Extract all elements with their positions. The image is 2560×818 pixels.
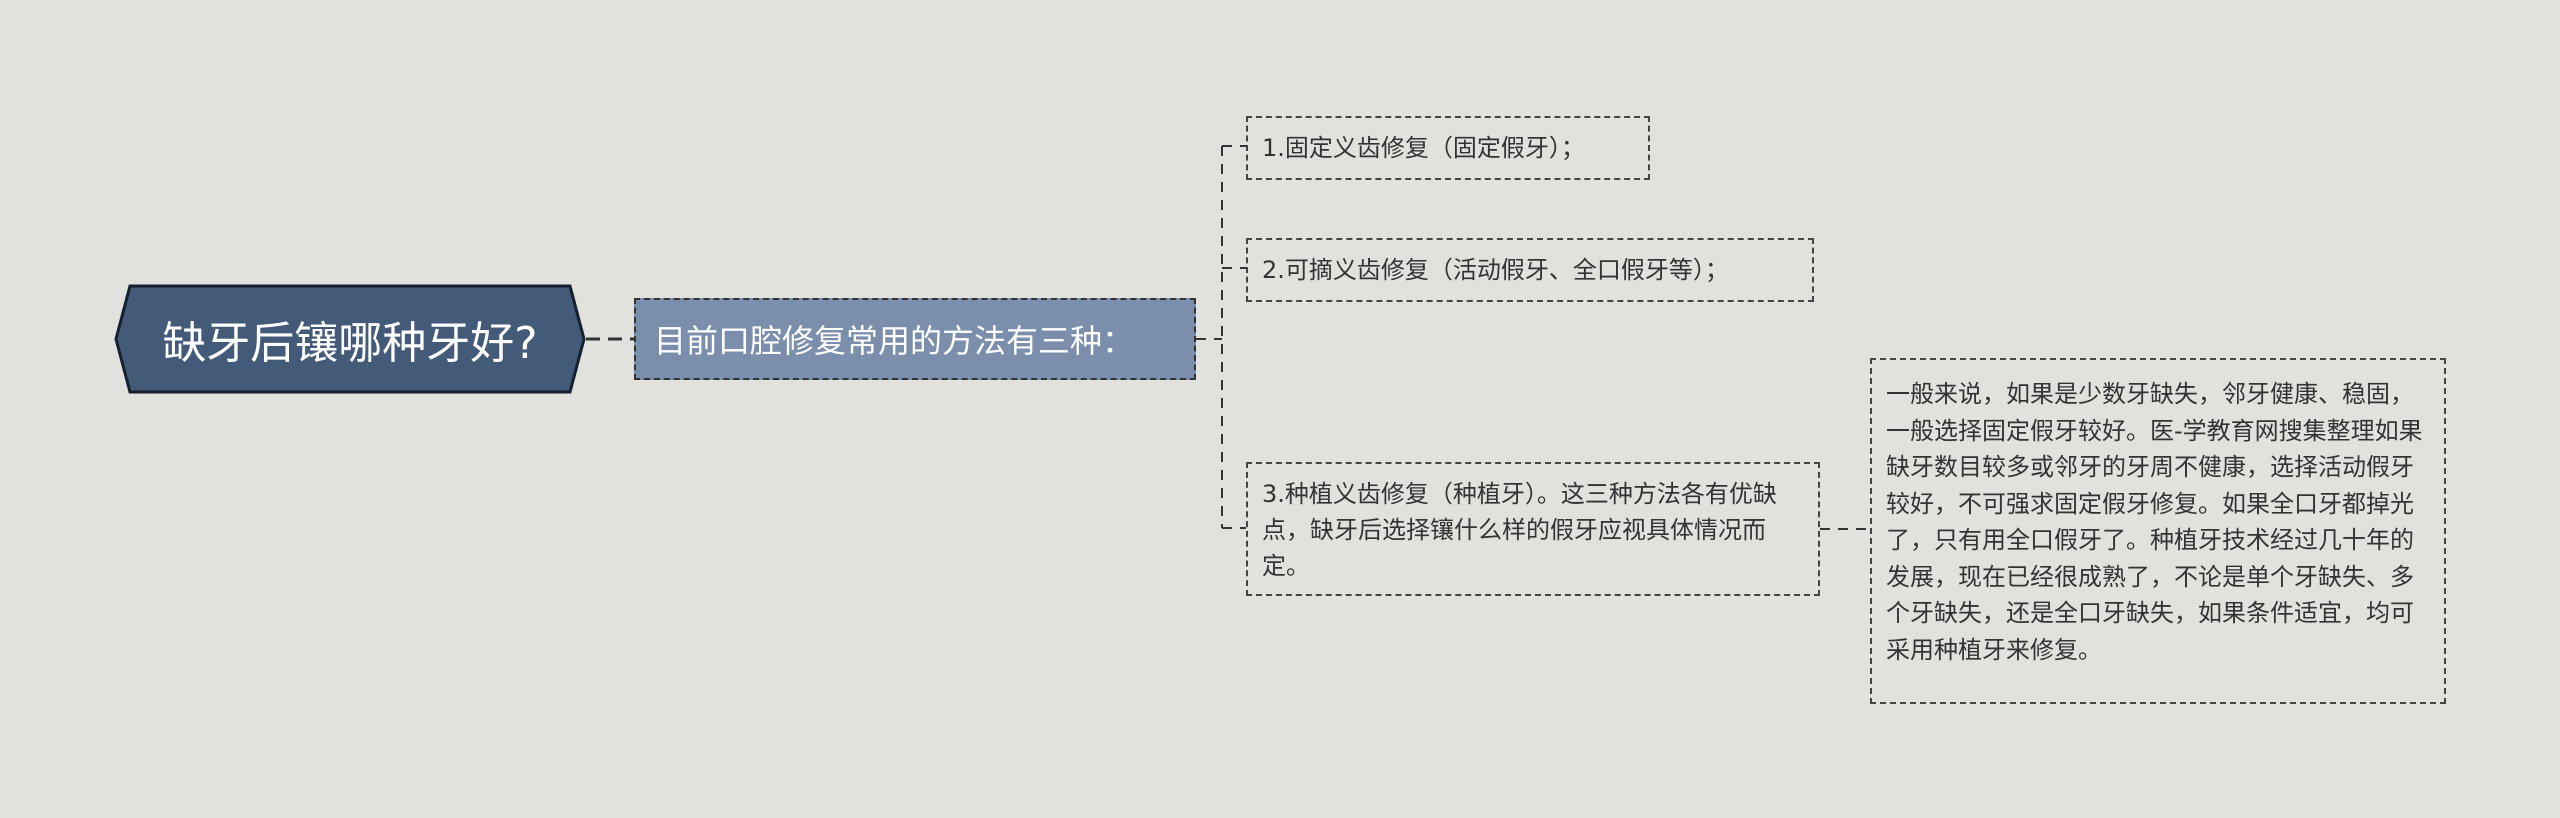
root-topic-label: 缺牙后镶哪种牙好? bbox=[162, 318, 538, 369]
root-topic[interactable]: 缺牙后镶哪种牙好? bbox=[114, 284, 586, 394]
root-hexagon-shape bbox=[114, 284, 586, 394]
method-node-label: 3.种植义齿修复（种植牙）。这三种方法各有优缺点，缺牙后选择镶什么样的假牙应视具… bbox=[1262, 480, 1777, 580]
method-node-label: 1.固定义齿修复（固定假牙）； bbox=[1262, 134, 1585, 162]
detail-node-text: 一般来说，如果是少数牙缺失，邻牙健康、稳固，一般选择固定假牙较好。医-学教育网搜… bbox=[1886, 380, 2423, 664]
method-node-label: 2.可摘义齿修复（活动假牙、全口假牙等）； bbox=[1262, 256, 1729, 284]
detail-node[interactable]: 一般来说，如果是少数牙缺失，邻牙健康、稳固，一般选择固定假牙较好。医-学教育网搜… bbox=[1870, 358, 2446, 704]
branch-topic[interactable]: 目前口腔修复常用的方法有三种： bbox=[634, 298, 1196, 380]
branch-to-methods-connector bbox=[1196, 145, 1246, 529]
method-node-implant[interactable]: 3.种植义齿修复（种植牙）。这三种方法各有优缺点，缺牙后选择镶什么样的假牙应视具… bbox=[1246, 462, 1820, 596]
branch-topic-label: 目前口腔修复常用的方法有三种： bbox=[654, 322, 1135, 360]
method-node-fixed[interactable]: 1.固定义齿修复（固定假牙）； bbox=[1246, 116, 1650, 180]
method-node-removable[interactable]: 2.可摘义齿修复（活动假牙、全口假牙等）； bbox=[1246, 238, 1814, 302]
